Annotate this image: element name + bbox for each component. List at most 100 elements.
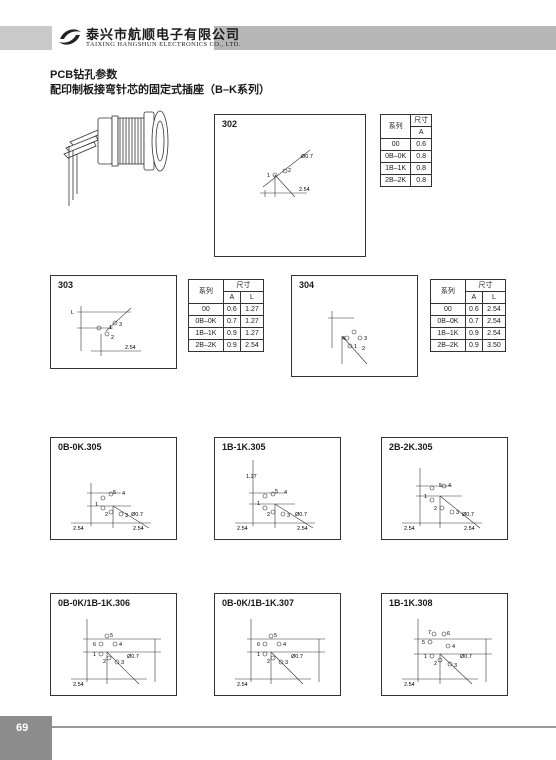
dim-label: 2.54 bbox=[73, 526, 84, 532]
diagram-305-1b1k: 1B-1K.305 1.27 5 4 1 2 3 2.54 2.54 Ø0.7 bbox=[214, 437, 341, 540]
pin-label: 1 bbox=[424, 494, 427, 500]
table-header: 系列 bbox=[379, 114, 412, 139]
table-header: A bbox=[222, 291, 241, 304]
pin-label: 3 bbox=[364, 336, 367, 342]
drill-pattern: 7 6 5 4 1 2 3 2.54 Ø0.7 bbox=[402, 619, 492, 688]
pin-label: 5 bbox=[110, 633, 113, 639]
table-cell: 00 bbox=[379, 138, 412, 151]
pin-label: 1 bbox=[257, 652, 260, 658]
diagram-label: 1B-1K.305 bbox=[222, 442, 266, 452]
dim-label: Ø0.7 bbox=[127, 654, 139, 660]
diagram-308: 1B-1K.308 7 6 5 4 1 2 3 2.54 Ø0.7 bbox=[381, 593, 508, 696]
dim-label: 2.54 bbox=[125, 345, 136, 351]
pin-label: 3 bbox=[285, 660, 288, 666]
table-cell: 0.9 bbox=[464, 327, 483, 340]
pin-label: 1 bbox=[267, 173, 270, 179]
dim-label: 2.54 bbox=[464, 526, 475, 532]
diagram-label: 0B-0K/1B-1K.307 bbox=[222, 598, 295, 608]
table-cell: 1.27 bbox=[239, 315, 265, 328]
dim-label: 2.54 bbox=[299, 187, 310, 193]
table-header: L bbox=[481, 291, 507, 304]
drill-pattern: 5 6 4 1 2 3 2.54 Ø0.7 bbox=[235, 619, 325, 688]
diagram-307: 0B-0K/1B-1K.307 5 6 4 1 2 3 2.54 Ø0.7 bbox=[214, 593, 341, 696]
pin-label: 5 bbox=[113, 490, 116, 496]
diagram-305-2b2k: 2B-2K.305 5 4 1 2 3 2.54 2.54 Ø0.7 bbox=[381, 437, 508, 540]
dim-label: 2.54 bbox=[404, 526, 415, 532]
dim-label: Ø0.7 bbox=[460, 654, 472, 660]
pin-label: 4 bbox=[119, 642, 122, 648]
table-header: 尺寸 bbox=[410, 114, 432, 127]
table-cell: 0B–0K bbox=[188, 315, 224, 328]
table-cell: 2.54 bbox=[481, 327, 507, 340]
table-cell: 1B–1K bbox=[188, 327, 224, 340]
dim-label: Ø0.7 bbox=[291, 654, 303, 660]
table-cell: 0.8 bbox=[410, 174, 432, 187]
table-header: 尺寸 bbox=[222, 279, 265, 292]
diagram-305-0b0k: 0B-0K.305 5 4 1 2 3 2.54 2.54 Ø0.7 bbox=[50, 437, 177, 540]
company-logo-icon bbox=[59, 29, 81, 45]
pin-label: 2 bbox=[434, 506, 437, 512]
table-cell: 1.27 bbox=[239, 327, 265, 340]
table-header: A bbox=[410, 126, 432, 139]
pin-label: 2 bbox=[103, 659, 106, 665]
pin-label: 6 bbox=[257, 642, 260, 648]
pin-label: 7 bbox=[428, 630, 431, 636]
table-header: L bbox=[239, 291, 265, 304]
dim-label: 2.54 bbox=[297, 526, 308, 532]
table-cell: 0.9 bbox=[222, 327, 241, 340]
table-header: 系列 bbox=[188, 279, 224, 304]
pin-label: 4 bbox=[283, 642, 286, 648]
dim-label: Ø0.7 bbox=[295, 512, 307, 518]
drill-pattern: 5 4 1 2 3 2.54 2.54 Ø0.7 bbox=[402, 468, 482, 532]
pin-label: 3 bbox=[121, 660, 124, 666]
diagram-302: 302 1 2 2.54 Ø0.7 bbox=[214, 114, 366, 257]
dim-label: Ø0.7 bbox=[462, 512, 474, 518]
dim-label: 2.54 bbox=[237, 526, 248, 532]
pin-label: 5 bbox=[274, 633, 277, 639]
pin-label: 3 bbox=[125, 513, 128, 519]
diagram-306: 0B-0K/1B-1K.306 5 6 4 1 2 3 2.54 Ø0.7 bbox=[50, 593, 177, 696]
table-cell: 0.6 bbox=[222, 303, 241, 316]
pin-label: 1 bbox=[109, 325, 112, 331]
table-cell: 00 bbox=[430, 303, 466, 316]
table-cell: 2B–2K bbox=[188, 339, 224, 352]
diagram-label: 0B-0K.305 bbox=[58, 442, 102, 452]
table-cell: 0.6 bbox=[410, 138, 432, 151]
pin-label: 4 bbox=[452, 644, 455, 650]
pin-label: 5 bbox=[275, 489, 278, 495]
page-number: 69 bbox=[16, 722, 29, 734]
pin-label: 1 bbox=[93, 652, 96, 658]
table-cell: 2.54 bbox=[481, 303, 507, 316]
table-cell: 0.8 bbox=[410, 162, 432, 175]
drill-pattern: 5 4 1 2 3 2.54 2.54 Ø0.7 bbox=[71, 483, 151, 532]
table-cell: 2.54 bbox=[481, 315, 507, 328]
connector-illustration bbox=[63, 110, 169, 206]
pin-label: 1 bbox=[95, 502, 98, 508]
pin-label: 4 bbox=[342, 336, 345, 342]
page-subtitle: 配印制板接弯针芯的固定式插座（B–K系列） bbox=[50, 84, 271, 96]
table-cell: 00 bbox=[188, 303, 224, 316]
table-cell: 0B–0K bbox=[430, 315, 466, 328]
dim-label: Ø0.7 bbox=[131, 512, 143, 518]
table-cell: 0.7 bbox=[464, 315, 483, 328]
diagram-303: 303 1 2 3 L 2.54 bbox=[50, 275, 177, 369]
dim-label: 2.54 bbox=[237, 682, 248, 688]
pin-label: 5 bbox=[439, 483, 442, 489]
pin-label: 2 bbox=[362, 346, 365, 352]
diagram-label: 304 bbox=[299, 280, 315, 290]
pin-label: 1 bbox=[424, 654, 427, 660]
dim-label: 2.54 bbox=[404, 682, 415, 688]
table-cell: 2.54 bbox=[239, 339, 265, 352]
pin-label: 2 bbox=[105, 512, 108, 518]
table-cell: 0.7 bbox=[222, 315, 241, 328]
table-cell: 1.27 bbox=[239, 303, 265, 316]
drill-pattern: 1 2 2.54 Ø0.7 bbox=[260, 149, 313, 198]
table-header: 尺寸 bbox=[464, 279, 507, 292]
